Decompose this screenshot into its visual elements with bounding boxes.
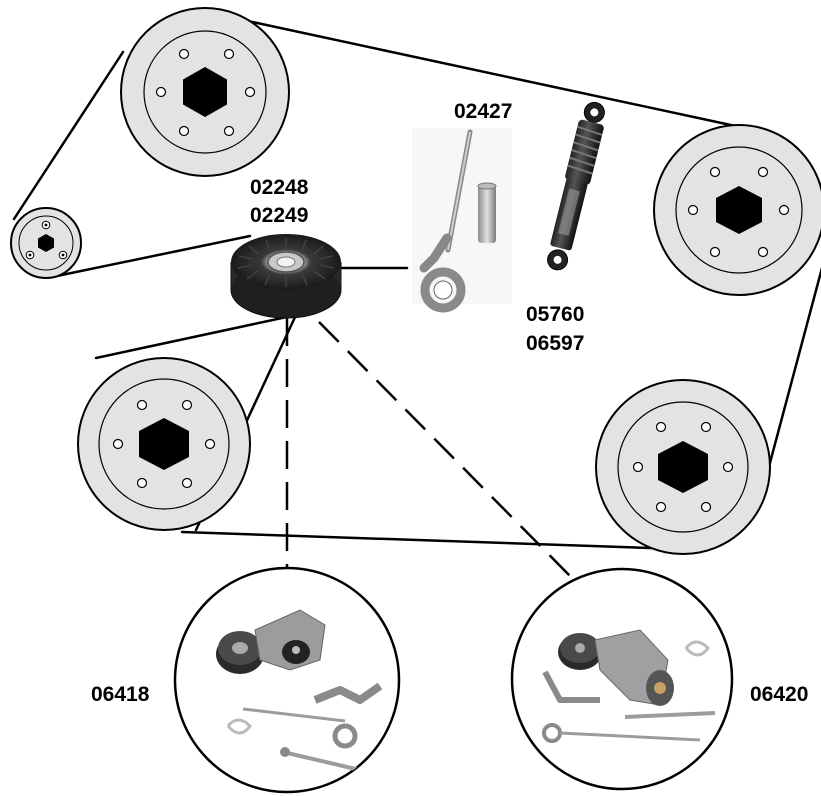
pulley-left-middle-icon [78,358,250,530]
tensioner-kit-06420-icon [512,569,732,789]
label-06597: 06597 [526,332,584,355]
label-06418: 06418 [91,683,150,706]
tensioner-kit-06418-icon [175,568,399,792]
label-06420: 06420 [750,683,808,706]
label-02248: 02248 [250,176,309,199]
label-05760: 05760 [526,303,584,326]
idler-pulley-icon [231,234,341,318]
pulley-right-lower-icon [596,380,770,554]
label-02427: 02427 [454,100,512,123]
pulley-top-left-icon [121,8,289,176]
shock-absorber-icon [543,100,610,273]
tensioner-tool-icon [412,128,512,308]
pulley-right-icon [654,125,821,295]
label-02249: 02249 [250,204,308,227]
pulley-small-left-icon [11,208,81,278]
